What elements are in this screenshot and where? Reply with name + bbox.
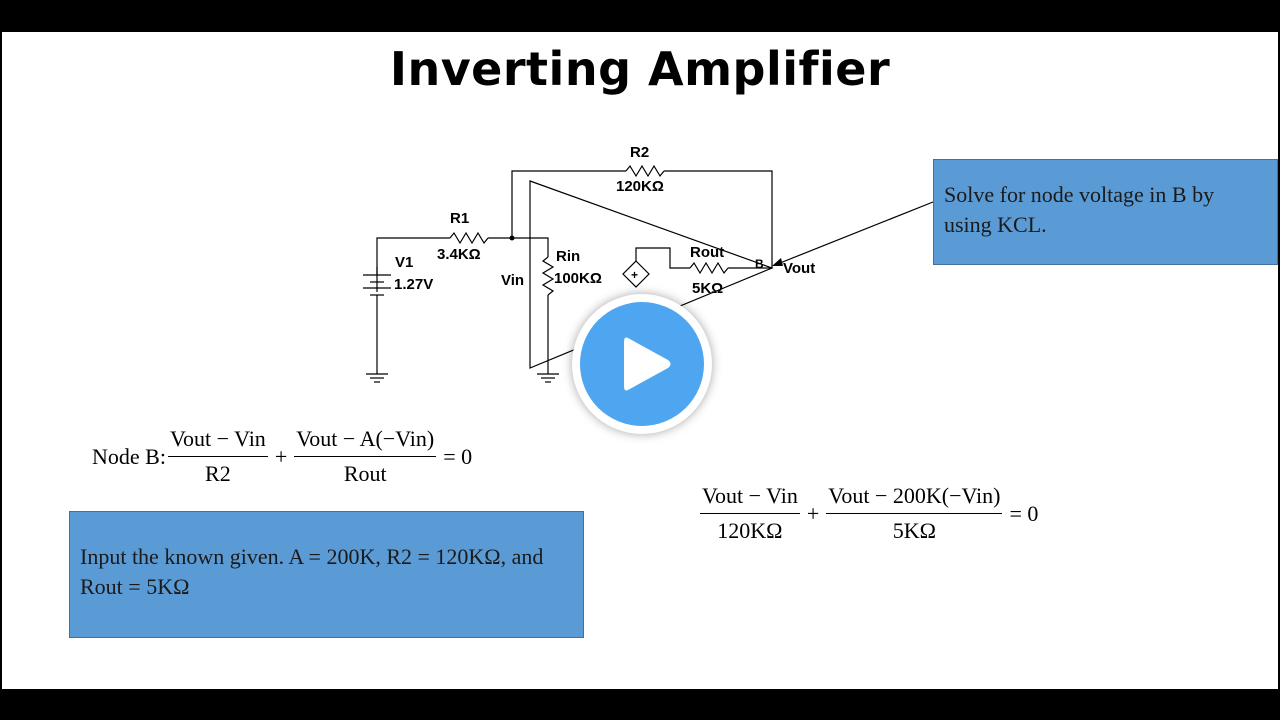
given-values-box: Input the known given. A = 200K, R2 = 12… <box>69 511 584 638</box>
pointer-arrowhead <box>772 258 783 266</box>
fraction-numerator: Vout − Vin <box>700 483 800 514</box>
fraction-term-1: Vout − Vin R2 <box>167 426 268 487</box>
wire-feedback <box>511 170 626 238</box>
slide: Inverting Amplifier <box>2 32 1278 689</box>
fraction-denominator: 120KΩ <box>717 518 783 543</box>
wire-feedback-right <box>664 170 773 268</box>
wire-r1-node <box>488 237 549 257</box>
resistor-r1 <box>449 231 489 245</box>
resistor-r2 <box>625 164 665 178</box>
junction-dot <box>509 235 515 241</box>
r1-name: R1 <box>450 210 469 227</box>
r2-value: 120KΩ <box>616 178 664 195</box>
callout-pointer <box>774 201 934 266</box>
fraction-denominator: 5KΩ <box>892 518 936 543</box>
play-icon[interactable] <box>580 302 704 426</box>
equation-prefix: Node B: <box>92 443 166 469</box>
r1-value: 3.4KΩ <box>437 246 481 263</box>
fraction-term-2: Vout − 200K(−Vin) 5KΩ <box>826 483 1003 544</box>
equals-zero: = 0 <box>1009 500 1039 526</box>
v1-name: V1 <box>395 254 413 271</box>
rin-name: Rin <box>556 248 580 265</box>
kcl-callout: Solve for node voltage in B by using KCL… <box>933 159 1278 265</box>
r2-name: R2 <box>630 144 649 161</box>
plus-operator: + <box>806 500 820 526</box>
rout-value: 5KΩ <box>692 280 723 297</box>
node-b-equation: Node B: Vout − Vin R2 + Vout − A(−Vin) R… <box>92 426 477 487</box>
substituted-equation: Vout − Vin 120KΩ + Vout − 200K(−Vin) 5KΩ… <box>698 483 1043 544</box>
fraction-term-1: Vout − Vin 120KΩ <box>700 483 800 544</box>
source-plus-sign: + <box>631 268 638 282</box>
fraction-denominator: R2 <box>205 461 231 486</box>
equals-zero: = 0 <box>443 443 473 469</box>
resistor-rin <box>541 256 555 296</box>
fraction-denominator: Rout <box>343 461 387 486</box>
wire-source-rout <box>635 247 690 269</box>
rin-value: 100KΩ <box>554 270 602 287</box>
slide-title: Inverting Amplifier <box>389 42 891 96</box>
dependent-source-diamond <box>622 260 650 288</box>
ground-symbol-v1 <box>366 373 388 383</box>
plus-operator: + <box>274 443 288 469</box>
play-button[interactable] <box>572 294 712 434</box>
ground-symbol-rin <box>537 373 559 383</box>
vout-label: Vout <box>783 260 815 277</box>
fraction-numerator: Vout − 200K(−Vin) <box>826 483 1003 514</box>
vin-label: Vin <box>501 272 524 289</box>
resistor-rout <box>689 261 729 275</box>
play-button-circle[interactable] <box>580 302 704 426</box>
fraction-term-2: Vout − A(−Vin) Rout <box>294 426 437 487</box>
v1-value: 1.27V <box>394 276 433 293</box>
node-b-label: B <box>755 257 764 271</box>
rout-name: Rout <box>690 244 724 261</box>
fraction-numerator: Vout − A(−Vin) <box>294 426 437 457</box>
fraction-numerator: Vout − Vin <box>167 426 268 457</box>
